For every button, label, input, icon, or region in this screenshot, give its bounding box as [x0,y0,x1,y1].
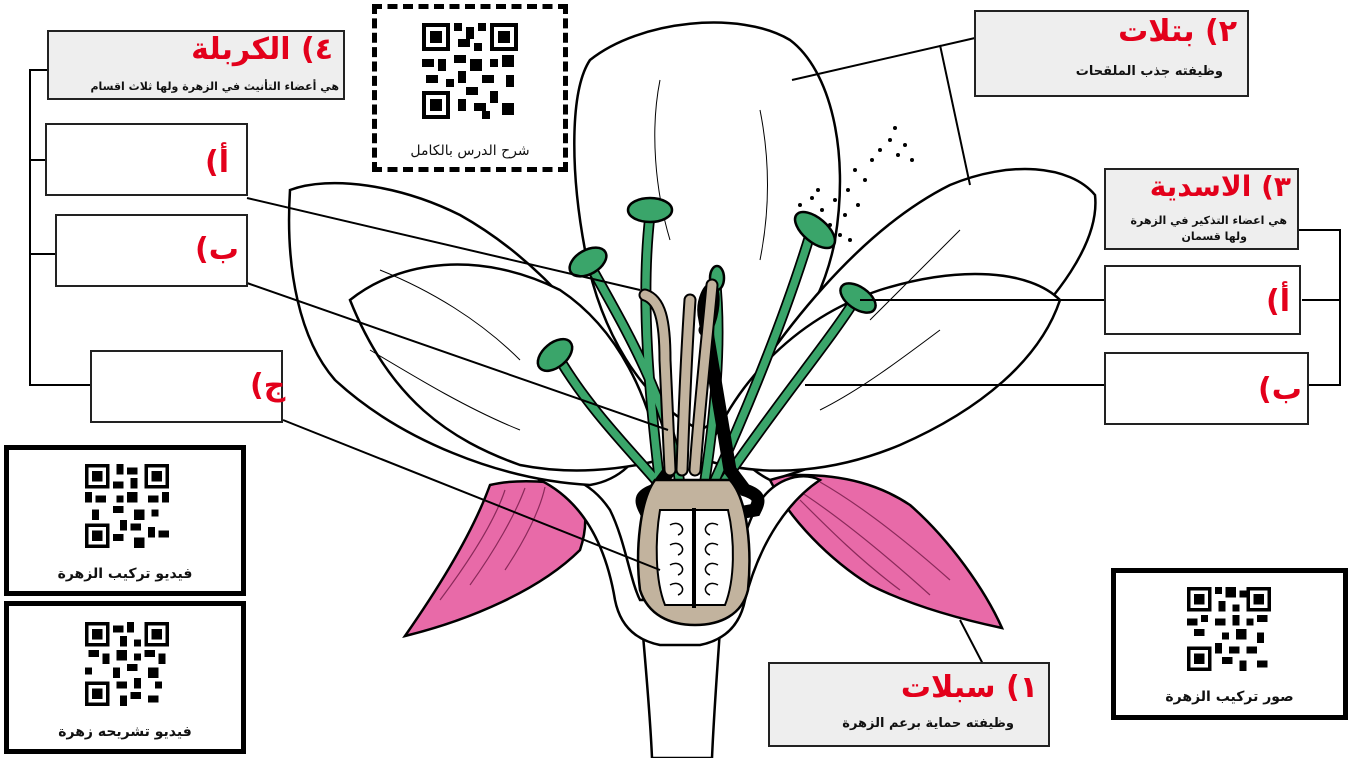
qr-full-lesson-caption: شرح الدرس بالكامل [377,143,563,159]
carpel-label-box: ٤) الكربلة هي أعضاء التأنيث في الزهرة ول… [47,30,345,100]
stamens-description-1: هي اعضاء التذكير في الزهرة [1131,214,1287,227]
carpel-letter-c: ج) [250,368,285,403]
qr-code-icon [1187,587,1271,671]
stamen-letter-a: أ) [1266,284,1290,319]
qr-code-icon [85,622,169,706]
stamen-letter-b: ب) [1258,372,1302,407]
carpel-title: ٤) الكربلة [191,32,333,67]
petals-description: وظيفته جذب الملقحات [1076,64,1223,79]
sepals-description: وظيفته حماية برعم الزهرة [842,716,1014,731]
qr-video-structure-caption: فيديو تركيب الزهرة [9,566,241,582]
sepal-right [770,475,1002,628]
stamens-title: ٣) الاسدية [1150,170,1291,203]
petals-title: ٢) بتلات [1118,14,1237,49]
petals-label-box: ٢) بتلات وظيفته جذب الملقحات [974,10,1249,97]
qr-code-icon [422,23,518,119]
sepals-label-box: ١) سبلات وظيفته حماية برعم الزهرة [768,662,1050,747]
qr-video-dissection-caption: فيديو تشريحه زهرة [9,724,241,740]
sepals-title: ١) سبلات [901,670,1038,705]
carpel-letter-a: أ) [205,145,229,180]
carpel-description: هي أعضاء التأنيث في الزهرة ولها ثلاث اقس… [90,80,339,93]
qr-full-lesson[interactable]: شرح الدرس بالكامل [372,4,568,172]
qr-code-icon [85,464,169,548]
stamens-label-box: ٣) الاسدية هي اعضاء التذكير في الزهرة ول… [1104,168,1299,250]
stamens-description-2: ولها قسمان [1182,230,1247,243]
carpel-letter-b: ب) [195,232,239,267]
qr-images-structure-caption: صور تركيب الزهرة [1116,689,1343,705]
qr-video-dissection[interactable]: فيديو تشريحه زهرة [4,601,246,754]
qr-images-structure[interactable]: صور تركيب الزهرة [1111,568,1348,720]
qr-video-structure[interactable]: فيديو تركيب الزهرة [4,445,246,596]
